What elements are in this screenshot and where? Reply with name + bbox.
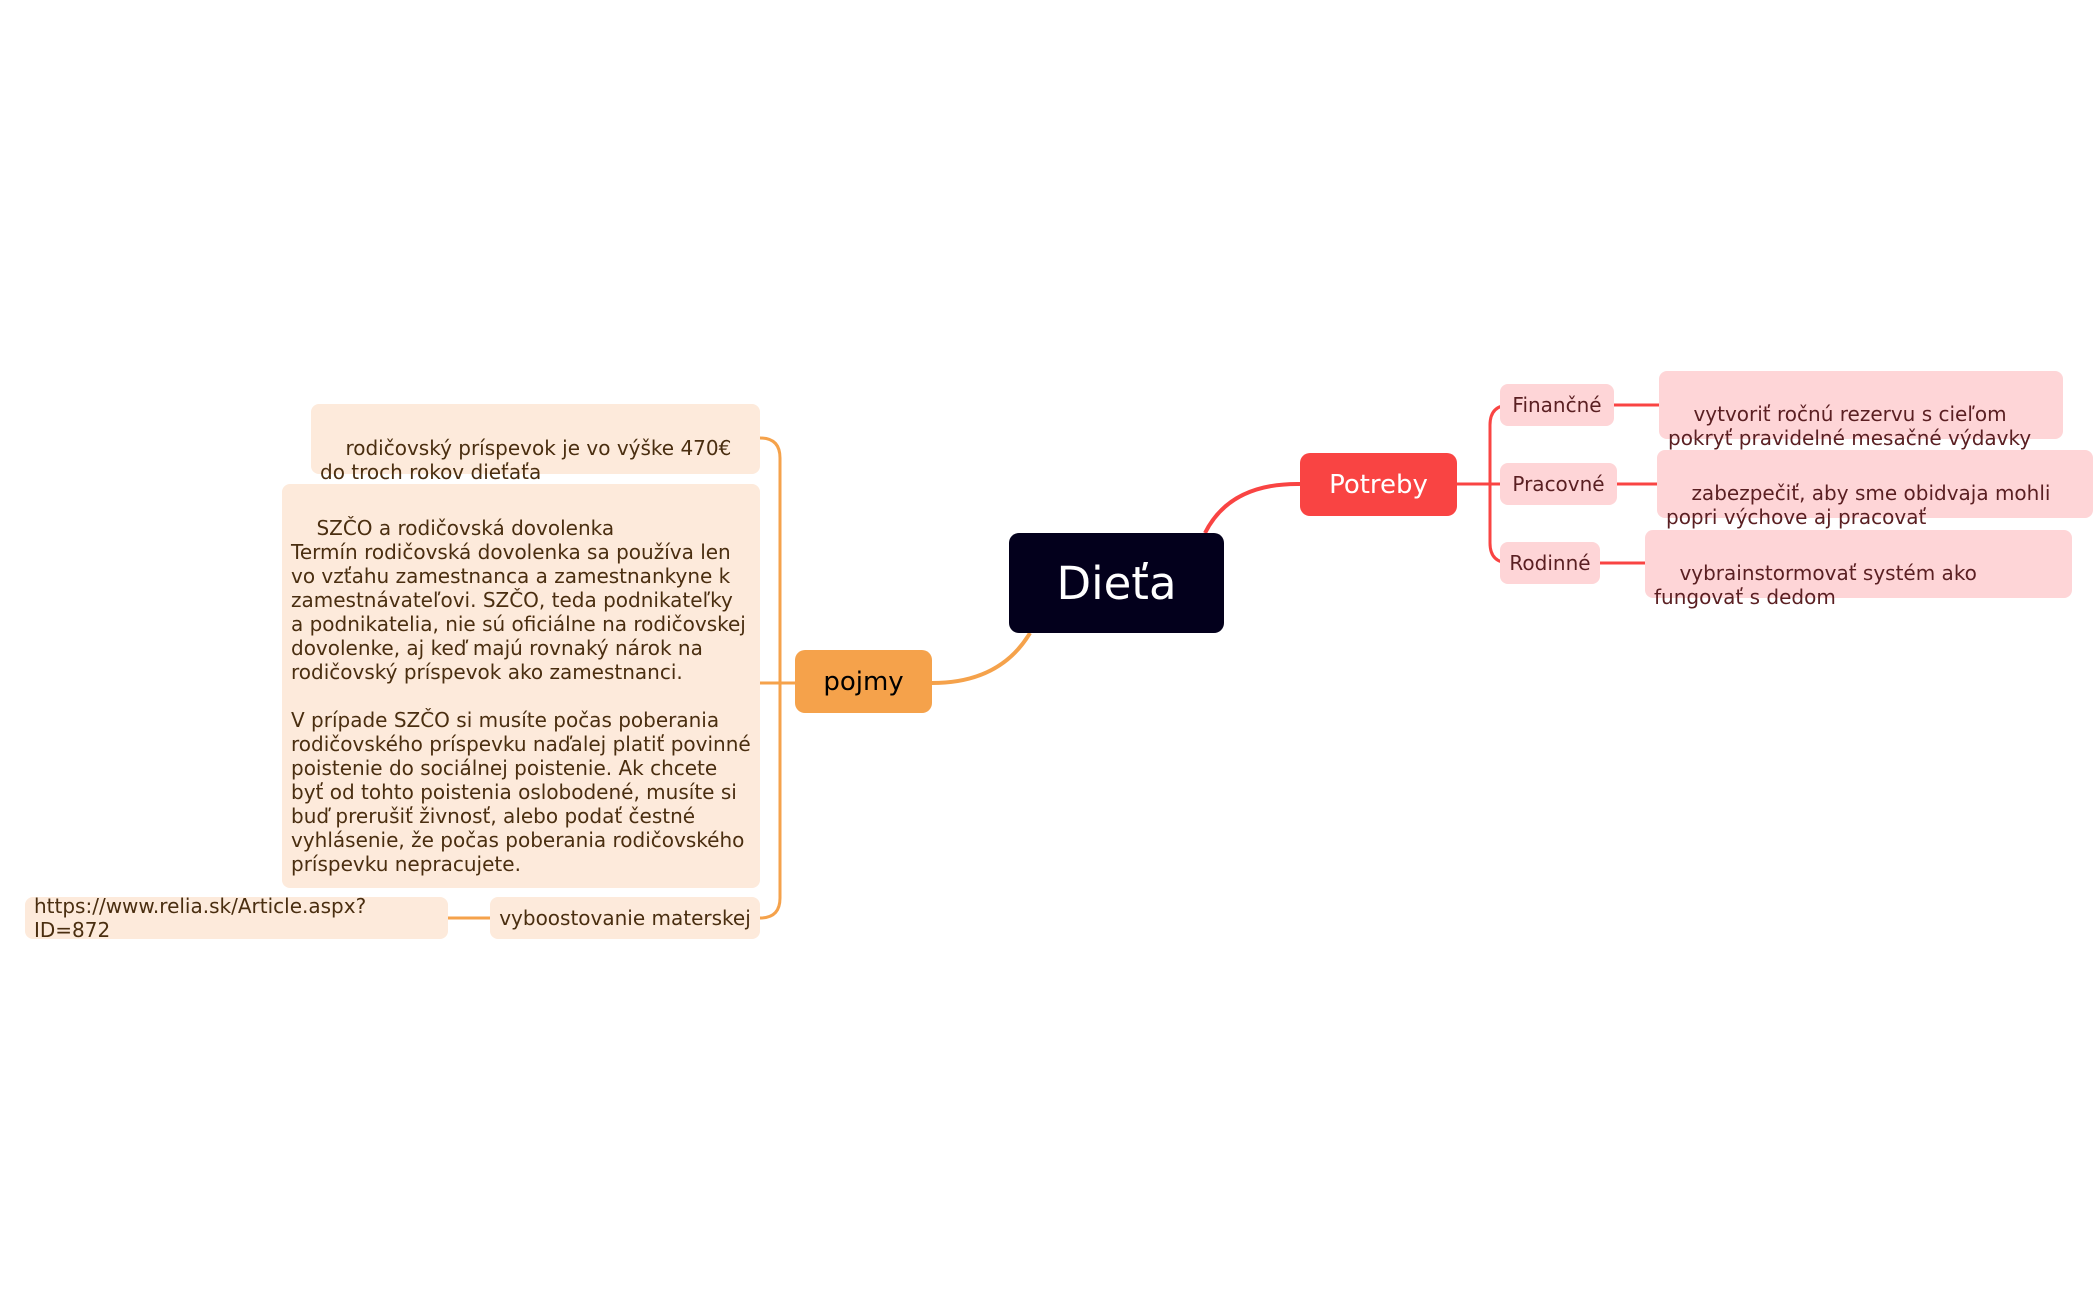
subtopic-rodicovsky-prispevok-text: rodičovský príspevok je vo výške 470€ do… [320,436,738,484]
subtopic-financne-label: Finančné [1512,393,1602,417]
branch-pojmy-label: pojmy [823,666,904,697]
leaf-financne-detail[interactable]: vytvoriť ročnú rezervu s cieľom pokryť p… [1659,371,2063,450]
subtopic-szco-note[interactable]: SZČO a rodičovská dovolenka Termín rodič… [282,484,760,888]
subtopic-vyboostovanie-label: vyboostovanie materskej [499,906,751,930]
subtopic-pracovne[interactable]: Pracovné [1500,463,1617,505]
branch-pojmy[interactable]: pojmy [795,650,932,713]
leaf-financne-detail-text: vytvoriť ročnú rezervu s cieľom pokryť p… [1668,402,2032,450]
branch-potreby[interactable]: Potreby [1300,453,1457,516]
subtopic-financne[interactable]: Finančné [1500,384,1614,426]
central-topic[interactable]: Dieťa [1009,533,1224,633]
subtopic-rodinne-label: Rodinné [1509,551,1591,575]
leaf-pracovne-detail[interactable]: zabezpečiť, aby sme obidvaja mohli popri… [1657,450,2093,529]
subtopic-szco-note-text: SZČO a rodičovská dovolenka Termín rodič… [291,516,751,876]
connector-central-pojmy [931,631,1032,685]
link-relia-article-text[interactable]: https://www.relia.sk/Article.aspx?ID=872 [34,894,367,942]
subtopic-rodinne[interactable]: Rodinné [1500,542,1600,584]
leaf-rodinne-detail[interactable]: vybrainstormovať systém ako fungovať s d… [1645,530,2072,609]
central-topic-label: Dieťa [1056,556,1177,610]
leaf-rodinne-detail-text: vybrainstormovať systém ako fungovať s d… [1654,561,1984,609]
subtopic-pracovne-label: Pracovné [1512,472,1605,496]
connector-pojmy-bracket [759,436,795,920]
link-relia-article[interactable]: https://www.relia.sk/Article.aspx?ID=872 [25,894,448,942]
subtopic-vyboostovanie[interactable]: vyboostovanie materskej [490,897,760,939]
branch-potreby-label: Potreby [1329,469,1428,500]
connector-central-potreby [1203,481,1301,534]
leaf-pracovne-detail-text: zabezpečiť, aby sme obidvaja mohli popri… [1666,481,2057,529]
subtopic-rodicovsky-prispevok[interactable]: rodičovský príspevok je vo výške 470€ do… [311,404,760,484]
